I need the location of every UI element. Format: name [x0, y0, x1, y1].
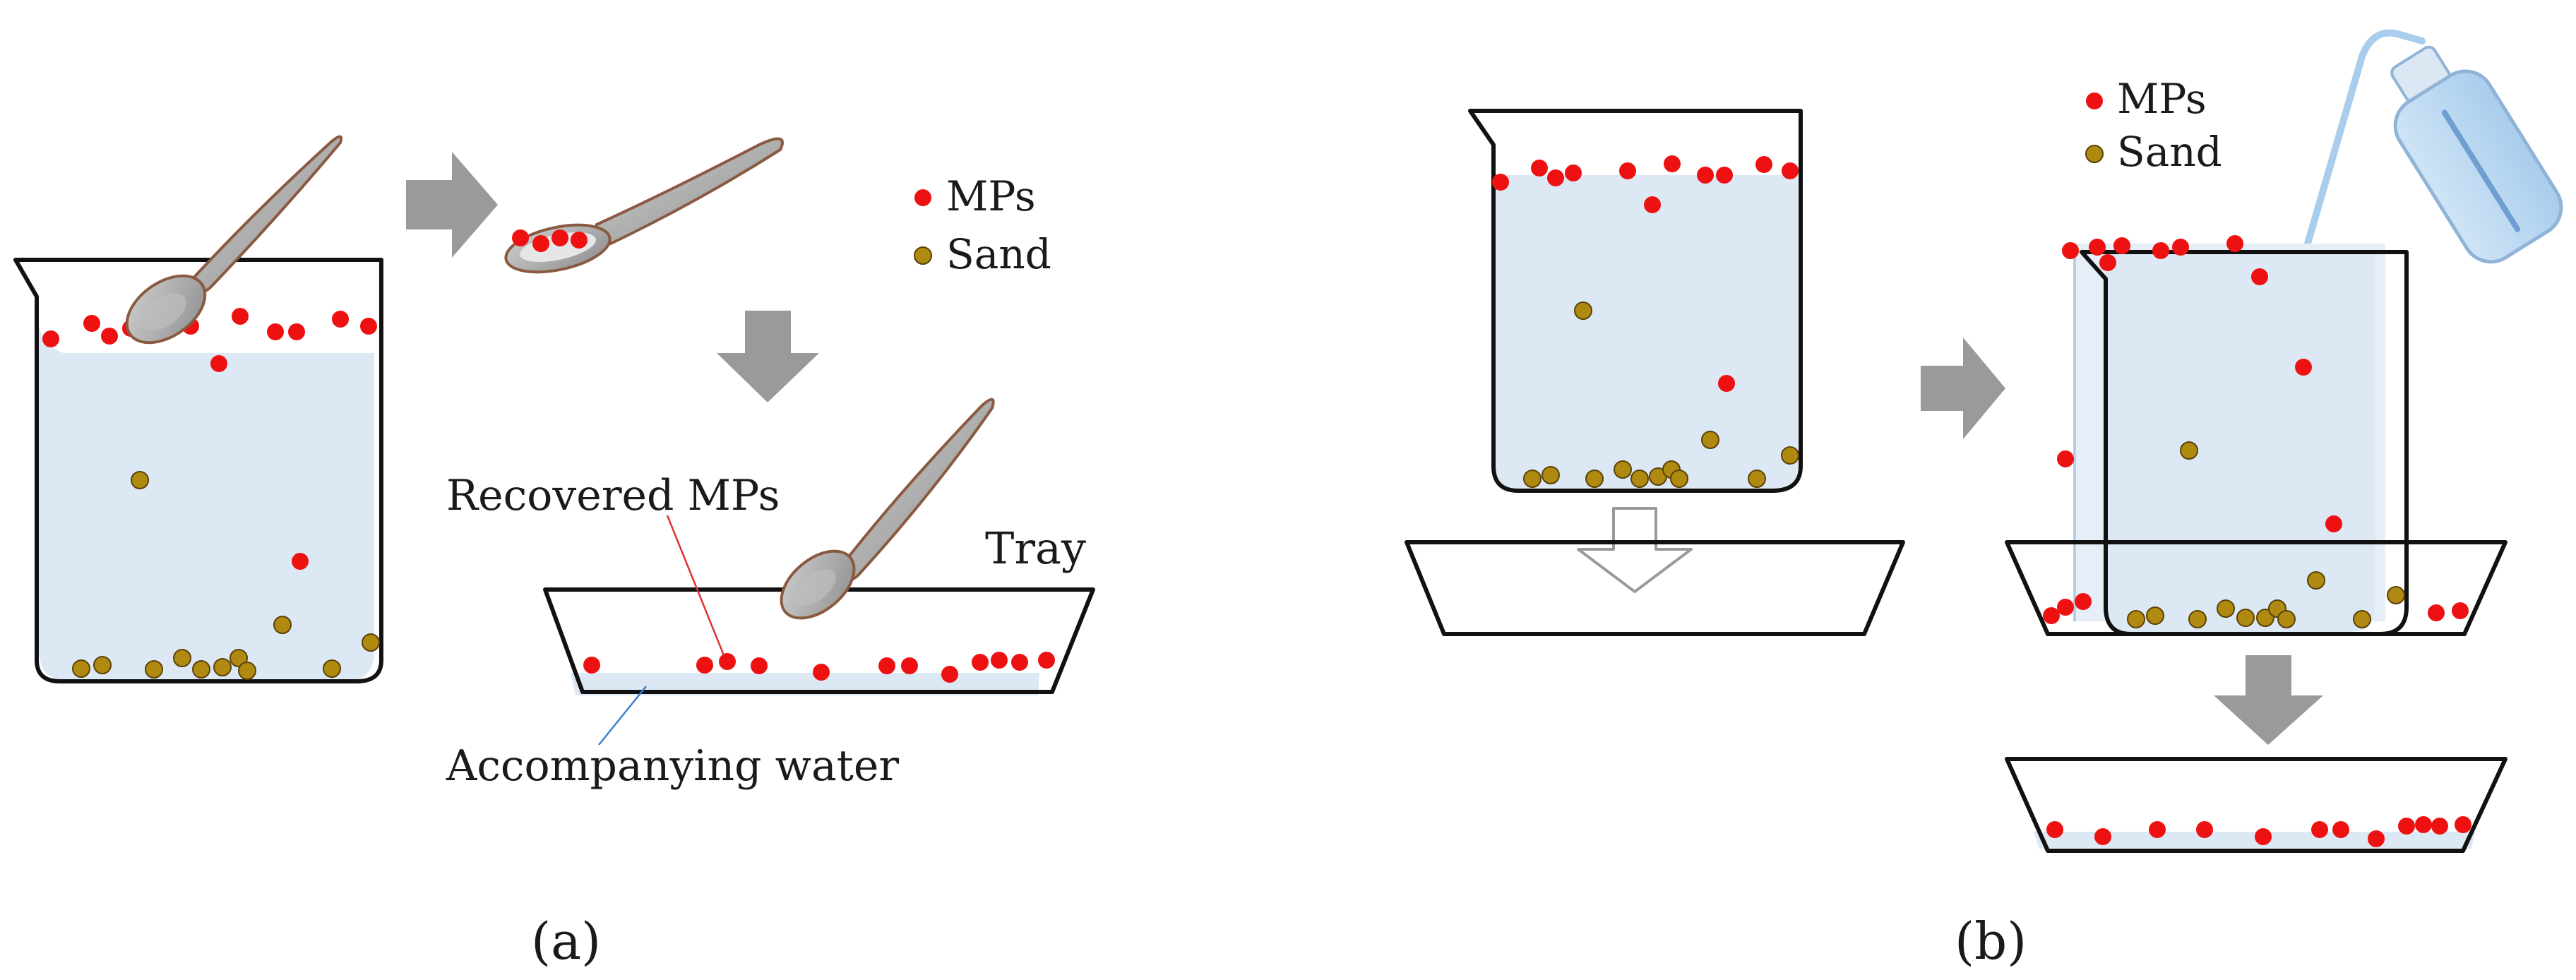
legend-sand-marker [2085, 145, 2104, 163]
legend-mp-marker [914, 189, 931, 206]
caption-a: (a) [531, 912, 601, 971]
tray-a-outline [543, 587, 1095, 694]
beaker-b2-water [2106, 254, 2375, 632]
spoon-icon [125, 135, 343, 345]
arrow-down-outline-icon [1577, 507, 1693, 593]
arrow-down-icon [2214, 655, 2323, 745]
beaker-a-water [39, 325, 374, 681]
accompanying-water-leader [598, 686, 647, 746]
tray-b2-mps [2043, 593, 2469, 624]
spoon-icon [780, 398, 995, 620]
beaker-a-outline [13, 258, 383, 683]
recovered-mps-label: Recovered MPs [446, 471, 780, 520]
beaker-b1-water [1493, 175, 1798, 491]
beaker-a-mps [42, 308, 377, 570]
tray-a-mps [583, 652, 1055, 683]
legend-sand-label: Sand [2117, 128, 2222, 176]
beaker-a-sand [72, 471, 380, 680]
beaker-b2-sand [2180, 441, 2325, 590]
beaker-b2-mps [2057, 235, 2342, 532]
tray-a [543, 398, 1095, 695]
tray-b2-sand [2127, 586, 2405, 628]
wash-bottle-icon [2304, 29, 2563, 264]
legend-mp-marker [2086, 92, 2103, 109]
tray-b1-outline [1405, 540, 1905, 636]
beaker-b1 [1468, 109, 1803, 493]
legend-mps-label: MPs [946, 172, 1036, 220]
arrow-right-icon [406, 152, 498, 258]
tray-b3-mps [2046, 816, 2471, 847]
tray-b3-outline [2005, 757, 2508, 853]
legend-a: MPs Sand [914, 172, 1051, 278]
spoon-with-mps-icon [504, 137, 784, 274]
arrow-down-icon [717, 311, 819, 402]
legend-mps-label: MPs [2117, 75, 2207, 123]
tray-b3-water [2034, 832, 2475, 849]
accompanying-water-label: Accompanying water [446, 741, 899, 791]
beaker-a [13, 135, 383, 683]
legend-sand-label: Sand [946, 230, 1051, 278]
caption-b: (b) [1955, 912, 2027, 971]
beaker-b2 [2057, 235, 2409, 636]
legend-b: MPs Sand [2085, 75, 2222, 176]
beaker-b1-outline [1468, 109, 1803, 493]
tray-b3 [2005, 757, 2508, 853]
panel-b: MPs Sand [1405, 29, 2563, 971]
recovered-mps-leader [666, 515, 725, 656]
legend-sand-marker [914, 246, 932, 265]
tray-b2 [2005, 540, 2508, 636]
arrow-right-icon [1921, 337, 2005, 439]
beaker-b1-mps [1492, 155, 1799, 392]
tray-b2-outline [2005, 540, 2508, 636]
beaker-b1-sand [1523, 301, 1799, 488]
tray-label: Tray [985, 522, 1086, 574]
panel-a: MPs Sand [13, 135, 1095, 971]
